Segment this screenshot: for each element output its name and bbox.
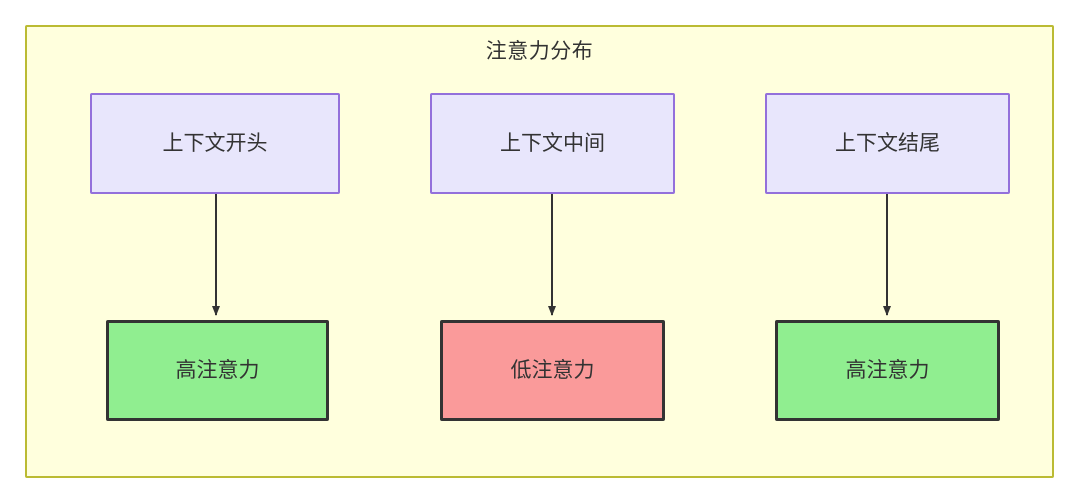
node-low-attention-middle[interactable]: 低注意力	[440, 320, 665, 421]
node-label: 上下文中间	[500, 131, 605, 155]
attention-distribution-subgraph: 注意力分布 上下文开头 上下文中间 上下文结尾 高注意力 低注意力	[25, 25, 1054, 478]
node-label: 高注意力	[175, 358, 260, 382]
node-high-attention-end[interactable]: 高注意力	[775, 320, 1000, 421]
node-label: 上下文开头	[162, 131, 268, 155]
node-label: 上下文结尾	[835, 131, 940, 155]
subgraph-title: 注意力分布	[485, 40, 594, 63]
node-context-start[interactable]: 上下文开头	[90, 93, 340, 194]
node-high-attention-start[interactable]: 高注意力	[106, 320, 329, 421]
node-context-middle[interactable]: 上下文中间	[430, 93, 675, 194]
node-label: 低注意力	[510, 358, 595, 382]
node-label: 高注意力	[845, 358, 930, 382]
node-context-end[interactable]: 上下文结尾	[765, 93, 1010, 194]
